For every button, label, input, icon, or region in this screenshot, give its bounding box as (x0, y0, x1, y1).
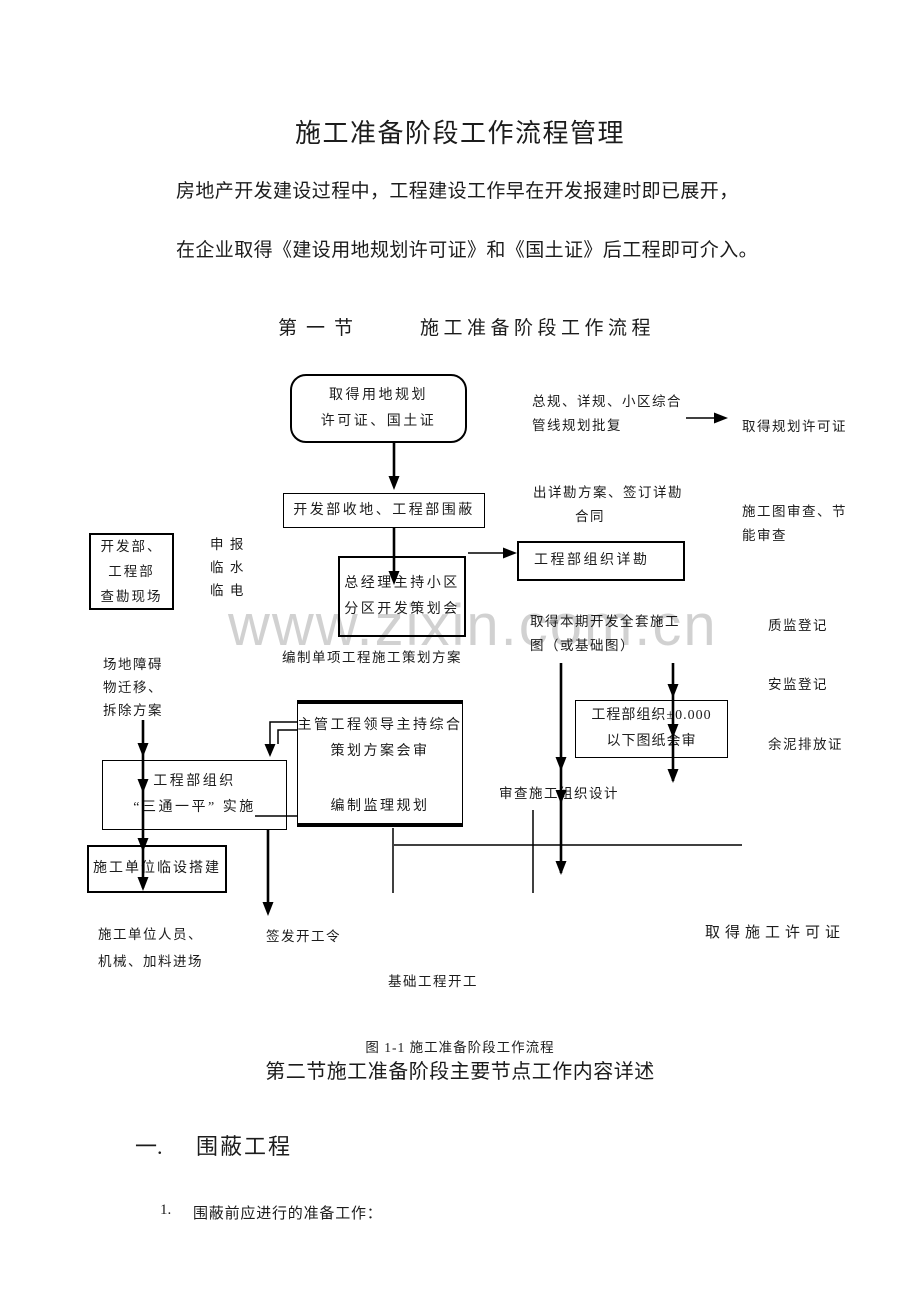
node-receive-land-line1: 开发部收地、工程部围蔽 (293, 502, 475, 518)
label-drawing-audit: 施工图审查、节 能审查 (742, 500, 847, 548)
paragraph-line-2: 在企业取得《建设用地规划许可证》和《国土证》后工程即可介入。 (176, 240, 759, 261)
node-survey-org-line1: 工程部组织详勘 (534, 553, 650, 568)
node-gm-meeting: 总经理主持小区 分区开发策划会 (338, 556, 466, 637)
watermark: www.zixin.com.cn (228, 593, 718, 658)
list-item-text: 围蔽前应进行的准备工作： (193, 1206, 383, 1222)
label-survey-contract-line1: 出详勘方案、签订详勘 (533, 485, 683, 500)
node-land-permit: 取得用地规划 许可证、国土证 (290, 374, 467, 443)
node-plan-review: 主管工程领导主持综合 策划方案会审 编制监理规划 (297, 700, 463, 827)
heading-one-number: 一. (135, 1134, 163, 1159)
node-site-check: 开发部、 工程部 查勘现场 (89, 533, 174, 610)
label-safety-reg: 安监登记 (768, 677, 828, 692)
label-drawing-audit-line2: 能审查 (742, 528, 787, 543)
node-plan-review-line1: 主管工程领导主持综合 (297, 718, 463, 733)
node-temp-facility-line1: 施工单位临设搭建 (93, 861, 221, 876)
label-crew-enter: 施工单位人员、 机械、加料进场 (98, 921, 203, 975)
node-land-permit-line2: 许可证、国土证 (320, 413, 437, 429)
label-review-org-design: 审查施工组织设计 (499, 786, 619, 801)
section1-number: 第一节 (278, 318, 363, 339)
label-crew-enter-line2: 机械、加料进场 (98, 954, 203, 969)
label-survey-contract-line2: 合同 (575, 509, 605, 524)
label-foundation-start: 基础工程开工 (388, 974, 478, 989)
node-three-supply: 工程部组织 “三通一平” 实施 (102, 760, 287, 830)
label-apply-utilities-line3: 临 电 (210, 583, 245, 598)
label-plan-approval-line1: 总规、详规、小区综合 (532, 394, 682, 409)
node-land-permit-line1: 取得用地规划 (329, 387, 428, 403)
node-receive-land: 开发部收地、工程部围蔽 (283, 493, 485, 528)
paragraph-line-1: 房地产开发建设过程中，工程建设工作早在开发报建时即已展开， (176, 181, 739, 202)
node-three-supply-line1: 工程部组织 (153, 774, 236, 789)
label-apply-utilities-line1: 申 报 (210, 537, 245, 552)
label-single-plan: 编制单项工程施工策划方案 (282, 650, 462, 665)
label-obstacle-line1: 场地障碍 (103, 657, 163, 672)
label-get-const-permit: 取得施工许可证 (705, 925, 846, 941)
node-drawing-review: 工程部组织±0.000 以下图纸会审 (575, 700, 728, 758)
section2-heading: 第二节施工准备阶段主要节点工作内容详述 (265, 1061, 655, 1083)
label-start-order: 签发开工令 (266, 929, 341, 944)
list-item-number: 1. (160, 1202, 172, 1218)
label-full-drawings-line2: 图（或基础图） (530, 638, 635, 653)
label-full-drawings: 取得本期开发全套施工 图（或基础图） (530, 610, 680, 658)
node-plan-review-line2: 策划方案会审 (330, 744, 430, 759)
label-full-drawings-line1: 取得本期开发全套施工 (530, 614, 680, 629)
node-three-supply-line2: “三通一平” 实施 (133, 800, 256, 815)
label-drawing-audit-line1: 施工图审查、节 (742, 504, 847, 519)
label-mud-permit: 余泥排放证 (768, 737, 843, 752)
node-gm-meeting-line1: 总经理主持小区 (344, 575, 460, 591)
label-apply-utilities-line2: 临 水 (210, 560, 245, 575)
label-survey-contract: 出详勘方案、签订详勘 合同 (533, 481, 683, 529)
node-site-check-line2: 工程部 (108, 564, 155, 579)
node-survey-org: 工程部组织详勘 (517, 541, 685, 581)
node-plan-review-line3: 编制监理规划 (330, 799, 430, 814)
label-obstacle: 场地障碍 物迁移、 拆除方案 (103, 653, 163, 722)
label-quality-reg: 质监登记 (768, 618, 828, 633)
node-site-check-line1: 开发部、 (100, 539, 163, 554)
node-drawing-review-line1: 工程部组织±0.000 (591, 708, 712, 723)
label-obstacle-line3: 拆除方案 (103, 703, 163, 718)
label-crew-enter-line1: 施工单位人员、 (98, 927, 203, 942)
section1-title: 施工准备阶段工作流程 (420, 318, 656, 339)
node-drawing-review-line2: 以下图纸会审 (606, 734, 697, 749)
node-temp-facility: 施工单位临设搭建 (87, 845, 227, 893)
label-apply-utilities: 申 报 临 水 临 电 (210, 533, 245, 602)
label-obstacle-line2: 物迁移、 (103, 680, 163, 695)
node-site-check-line3: 查勘现场 (100, 589, 163, 604)
elbow-review-to-three-supply (269, 721, 297, 745)
page-title: 施工准备阶段工作流程管理 (294, 119, 625, 148)
node-gm-meeting-line2: 分区开发策划会 (344, 601, 460, 617)
figure-caption: 图 1-1 施工准备阶段工作流程 (365, 1040, 555, 1055)
heading-one-text: 围蔽工程 (196, 1134, 293, 1159)
label-plan-approval: 总规、详规、小区综合 管线规划批复 (532, 390, 682, 438)
label-get-plan-permit: 取得规划许可证 (742, 419, 847, 434)
label-plan-approval-line2: 管线规划批复 (532, 418, 622, 433)
